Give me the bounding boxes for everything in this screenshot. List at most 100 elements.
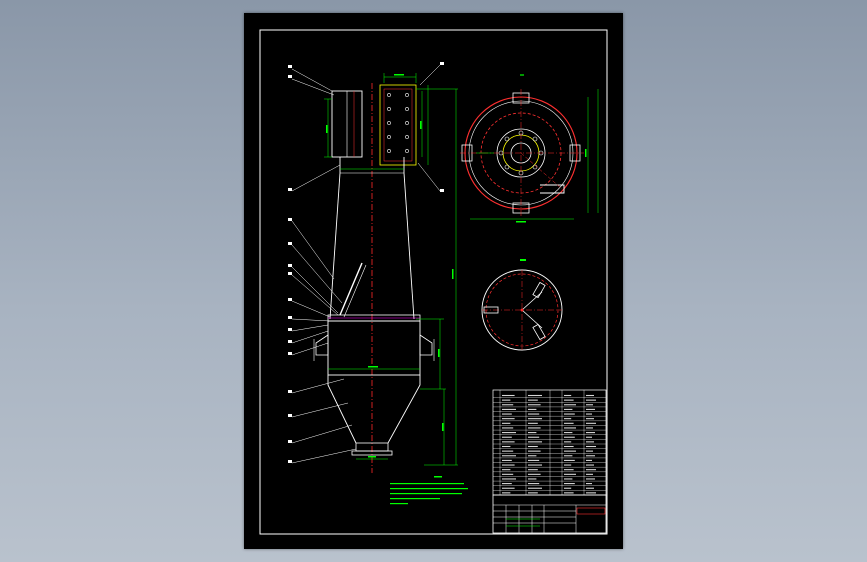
cone-right-wall	[403, 172, 415, 320]
bom-cell-text	[564, 432, 573, 434]
bom-cell-text	[502, 459, 512, 461]
bom-cell-text	[502, 492, 511, 494]
bom-cell-text	[502, 464, 515, 466]
leader-tags	[288, 62, 444, 463]
bom-cell-text	[586, 399, 596, 401]
section-view	[481, 259, 563, 351]
bom-cell-text	[564, 455, 573, 457]
bom-cell-text	[502, 436, 512, 438]
bom-cell-text	[528, 404, 541, 406]
bom-cell-text	[564, 464, 572, 466]
bom-cell-text	[502, 432, 516, 434]
bom-cell-text	[586, 469, 596, 471]
bottom-cone-left	[327, 375, 357, 444]
bom-cell-text	[528, 399, 538, 401]
bom-cell-text	[528, 459, 540, 461]
support-lug-icon	[315, 334, 329, 356]
dimension-text-marks	[326, 74, 454, 458]
bom-cell-text	[528, 413, 540, 415]
bom-cell-text	[586, 464, 594, 466]
outlet-flange-inner	[383, 88, 413, 162]
bom-cell-text	[564, 422, 574, 424]
bom-cell-text	[502, 413, 512, 415]
bom-cell-text	[528, 408, 537, 410]
bom-cell-text	[586, 404, 593, 406]
bom-cell-text	[586, 483, 592, 485]
bom-cell-text	[564, 445, 574, 448]
bom-cell-text	[528, 473, 541, 475]
bom-cell-text	[564, 473, 576, 475]
bom-cell-text	[586, 413, 592, 415]
bom-cell-text	[564, 492, 574, 494]
bom-cell-text	[564, 459, 575, 461]
bom-cell-text	[528, 394, 542, 397]
bom-cell-text	[528, 455, 537, 457]
bom-cell-text	[502, 487, 515, 489]
bom-cell-text	[502, 473, 514, 475]
cone-left-wall	[329, 172, 341, 320]
bom-cell-text	[528, 432, 537, 434]
drawing-frame	[259, 29, 608, 535]
bom-cell-text	[586, 441, 594, 443]
bom-cell-text	[502, 418, 515, 420]
bom-cell-text	[586, 432, 595, 434]
bom-cell-text	[564, 399, 574, 401]
bom-cell-text	[502, 404, 514, 406]
bom-cell-text	[586, 394, 594, 397]
bom-cell-text	[564, 413, 575, 415]
bom-cell-text	[564, 478, 573, 480]
bom-cell-text	[528, 436, 540, 438]
bill-of-materials	[492, 389, 607, 496]
discharge-flange	[351, 450, 393, 456]
bom-cell-text	[502, 427, 514, 429]
support-lug-icon	[419, 334, 433, 356]
bom-cell-text	[564, 441, 572, 443]
bom-cell-text	[586, 445, 596, 448]
bom-cell-text	[502, 408, 516, 410]
front-elevation-view	[288, 62, 458, 473]
drawing-svg	[259, 29, 608, 535]
bom-cell-text	[586, 427, 593, 429]
bom-cell-text	[586, 478, 595, 480]
bom-cell-text	[586, 487, 594, 489]
bom-cell-text	[502, 422, 511, 424]
bom-cell-text	[502, 450, 514, 452]
bom-cell-text	[502, 445, 511, 448]
bom-cell-text	[528, 478, 537, 480]
bom-cell-text	[528, 445, 538, 448]
bom-cell-text	[528, 418, 542, 420]
bom-cell-text	[528, 487, 542, 489]
outlet-flange	[379, 84, 417, 166]
bom-cell-text	[586, 422, 596, 424]
bom-cell-text	[564, 450, 576, 452]
bom-cell-text	[502, 469, 511, 471]
bom-cell-text	[586, 408, 595, 410]
bom-cell-text	[586, 450, 593, 452]
bom-cell-text	[564, 483, 575, 485]
bom-cell-text	[502, 394, 515, 397]
title-block	[492, 494, 607, 534]
bom-cell-text	[586, 459, 592, 461]
bom-cell-text	[564, 408, 573, 410]
bom-cell-text	[586, 455, 595, 457]
drawing-sheet[interactable]	[244, 13, 623, 549]
bom-cell-text	[586, 436, 592, 438]
bom-cell-text	[528, 441, 542, 443]
bom-cell-text	[502, 441, 515, 443]
bom-cell-text	[502, 483, 512, 485]
bottom-cone-right	[387, 375, 421, 444]
bom-cell-text	[528, 464, 542, 466]
bom-cell-text	[528, 483, 540, 485]
bom-cell-text	[564, 404, 576, 406]
top-view	[460, 74, 599, 223]
bom-cell-text	[586, 473, 593, 475]
bom-cell-text	[528, 492, 538, 494]
bom-cell-text	[502, 478, 516, 480]
bom-cell-text	[502, 455, 516, 457]
bom-cell-text	[564, 469, 574, 471]
bom-cell-text	[528, 450, 541, 452]
bom-cell-text	[528, 469, 538, 471]
bom-cell-text	[586, 418, 594, 420]
bom-cell-text	[564, 436, 575, 438]
